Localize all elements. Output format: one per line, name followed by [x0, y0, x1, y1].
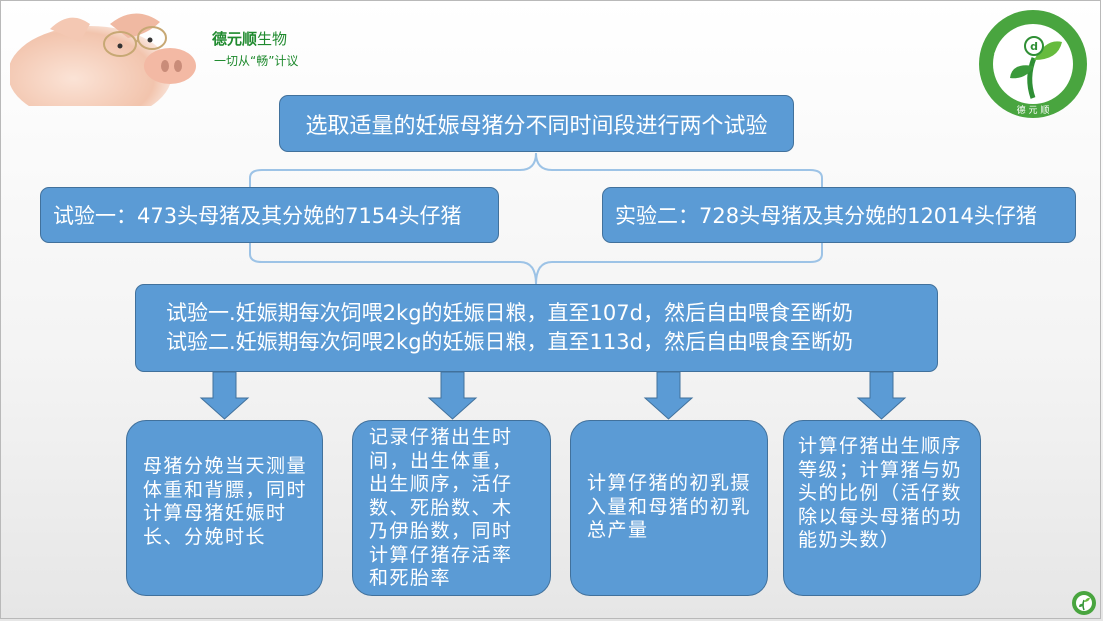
- pig-with-glasses-image: [10, 13, 196, 106]
- logo-bottom-text: 德 元 顺: [1017, 104, 1050, 116]
- measure-birth-order-box: 计算仔猪出生顺序等级；计算猪与奶头的比例（活仔数除以每头母猪的功能奶头数）: [783, 420, 981, 596]
- svg-text:d: d: [1030, 40, 1038, 53]
- brace-top: [249, 152, 823, 187]
- measure-colostrum-box: 计算仔猪的初乳摄入量和母猪的初乳总产量: [570, 420, 768, 596]
- measure-piglet-line: 乃伊胎数，同时: [369, 520, 513, 542]
- protocol-2-text: 试验二.妊娠期每次饲喂2kg的妊娠日粮，直至113d，然后自由喂食至断奶: [166, 330, 853, 354]
- measure-piglet-line: 间，出生体重，: [369, 449, 513, 472]
- measure-birth-order-text: 计算仔猪出生顺序等级；计算猪与奶头的比例（活仔数除以每头母猪的功能奶头数）: [798, 435, 963, 551]
- brand-name: 德元顺生物: [212, 28, 287, 49]
- measure-piglet-birth-box: 记录仔猪出生时 间，出生体重， 出生顺序，活仔 数、死胎数、木 乃伊胎数，同时 …: [352, 420, 551, 596]
- measure-piglet-line: 计算仔猪存活率: [369, 543, 513, 566]
- measure-sow-box: 母猪分娩当天测量体重和背膘，同时计算母猪妊娠时长、分娩时长: [126, 420, 323, 596]
- protocol-1-text: 试验一.妊娠期每次饲喂2kg的妊娠日粮，直至107d，然后自由喂食至断奶: [166, 301, 853, 325]
- arrow-down-3: [643, 371, 694, 420]
- experiment-2-box: 实验二：728头母猪及其分娩的12014头仔猪: [602, 187, 1076, 243]
- experiment-2-text: 实验二：728头母猪及其分娩的12014头仔猪: [615, 204, 1037, 228]
- measure-piglet-line: 和死胎率: [369, 567, 452, 589]
- study-overview-box: 选取适量的妊娠母猪分不同时间段进行两个试验: [279, 95, 794, 152]
- measure-piglet-line: 数、死胎数、木: [369, 496, 513, 519]
- brand-slogan: 一切从“畅”计议: [214, 54, 299, 68]
- feeding-protocol-box: 试验一.妊娠期每次饲喂2kg的妊娠日粮，直至107d，然后自由喂食至断奶 试验二…: [135, 284, 938, 372]
- measure-colostrum-text: 计算仔猪的初乳摄入量和母猪的初乳总产量: [587, 472, 752, 541]
- experiment-1-text: 试验一：473头母猪及其分娩的7154头仔猪: [53, 204, 462, 228]
- company-logo: Bio-Technology d 德 元 顺: [979, 10, 1087, 118]
- study-overview-text: 选取适量的妊娠母猪分不同时间段进行两个试验: [305, 113, 768, 139]
- arrow-down-2: [427, 371, 478, 420]
- brand-name-rest: 生物: [257, 30, 288, 48]
- arrow-down-4: [856, 371, 907, 420]
- corner-logo-icon: [1072, 591, 1096, 615]
- measure-piglet-line: 记录仔猪出生时: [369, 426, 513, 448]
- measure-sow-text: 母猪分娩当天测量体重和背膘，同时计算母猪妊娠时长、分娩时长: [143, 455, 308, 548]
- experiment-1-box: 试验一：473头母猪及其分娩的7154头仔猪: [40, 187, 499, 243]
- brand-name-bold: 德元顺: [212, 30, 258, 48]
- brace-middle: [249, 243, 823, 285]
- measure-piglet-line: 出生顺序，活仔: [369, 473, 513, 495]
- arrow-down-1: [199, 371, 250, 420]
